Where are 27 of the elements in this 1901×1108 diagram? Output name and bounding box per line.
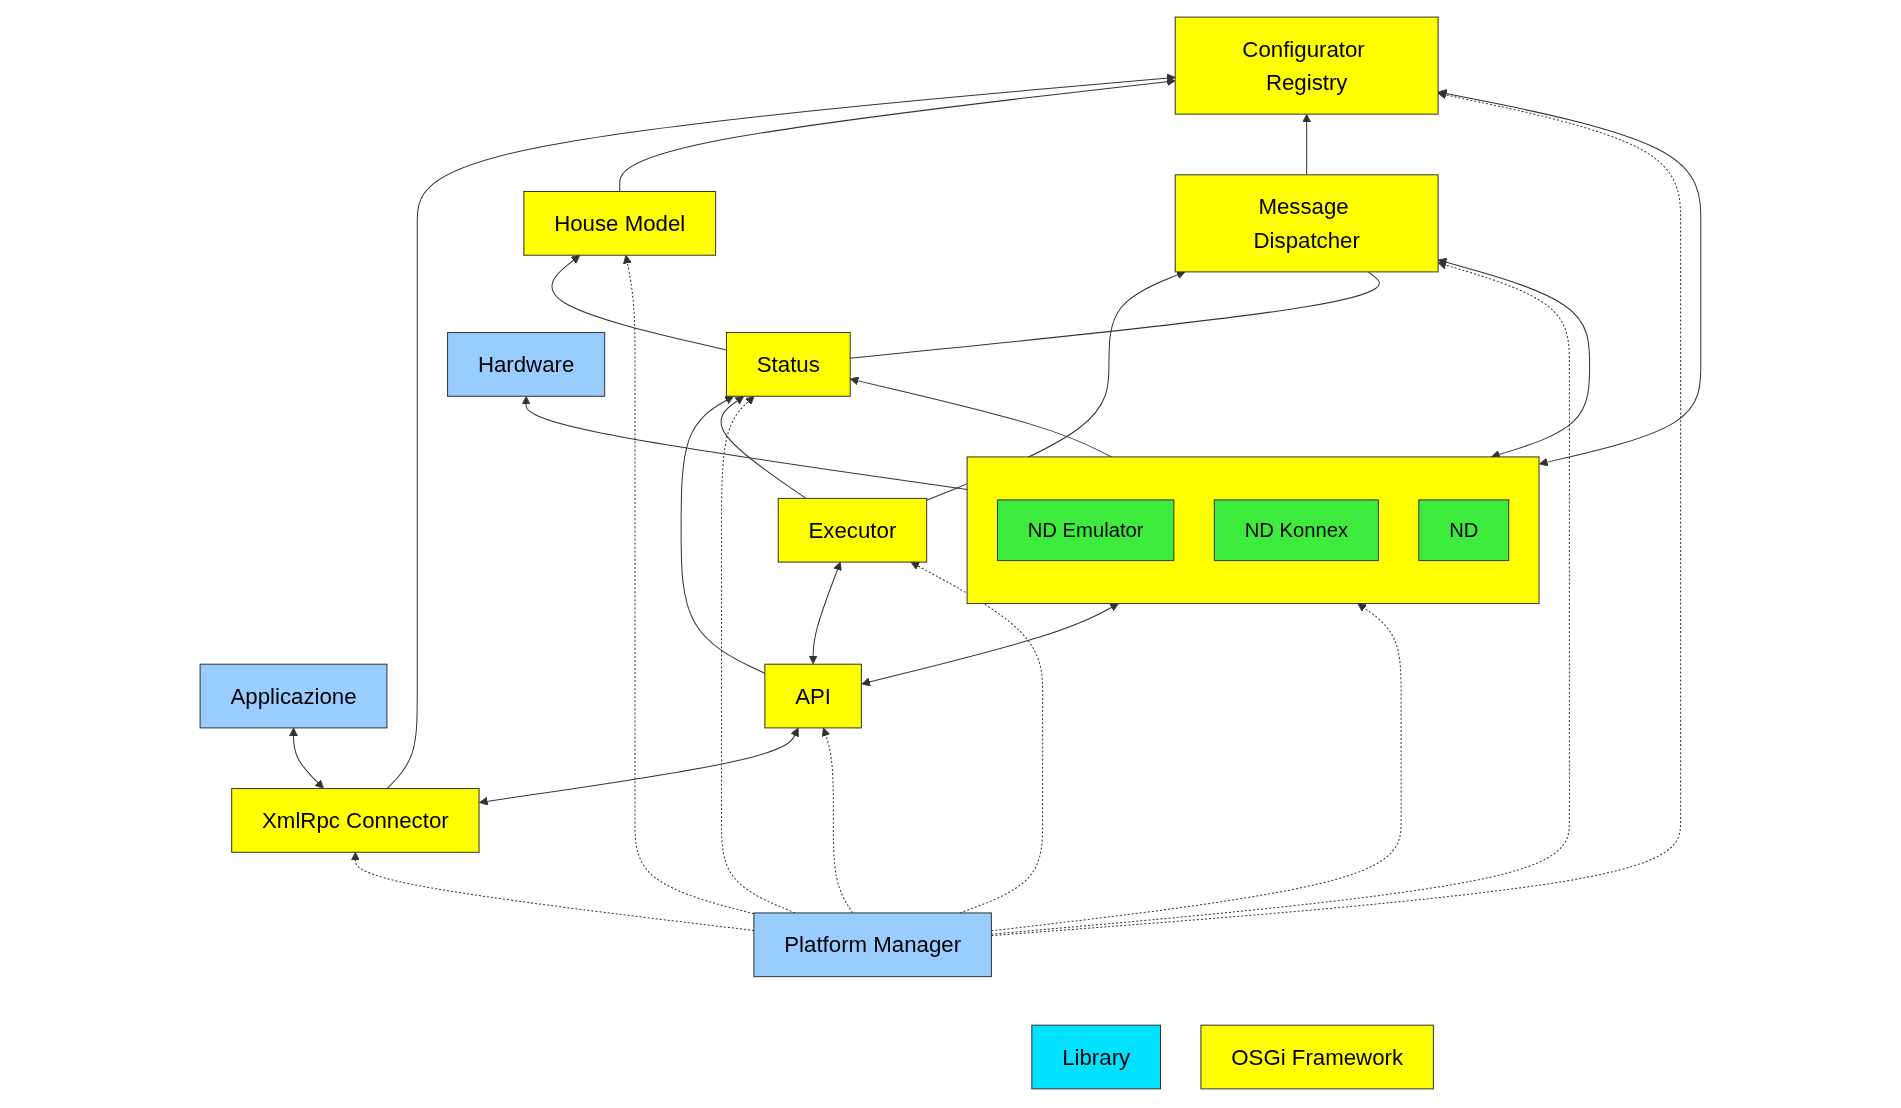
arrow bbox=[861, 603, 1119, 687]
arrow bbox=[808, 561, 842, 665]
arrow bbox=[551, 254, 727, 351]
node-box: House Model bbox=[523, 191, 717, 256]
node-box: ND bbox=[1418, 499, 1510, 562]
cluster bbox=[966, 456, 1540, 605]
node-box: Executor bbox=[777, 497, 928, 563]
node-box: Configurator Registry bbox=[1174, 16, 1439, 115]
arrow bbox=[386, 73, 1176, 790]
arrow bbox=[479, 727, 799, 806]
arrow bbox=[720, 395, 807, 499]
node-box: Hardware bbox=[447, 332, 606, 397]
arrow bbox=[910, 561, 1044, 914]
node-box: OSGi Framework bbox=[1200, 1024, 1434, 1090]
node-box: Status bbox=[725, 332, 851, 397]
node-box: Message Dispatcher bbox=[1174, 174, 1439, 273]
node-box: XmlRpc Connector bbox=[231, 788, 480, 853]
arrow bbox=[1302, 113, 1312, 176]
node-box: API bbox=[764, 663, 862, 729]
arrow bbox=[619, 77, 1176, 192]
node-box: Platform Manager bbox=[753, 912, 992, 978]
node-box: ND Emulator bbox=[996, 499, 1175, 562]
arrow bbox=[289, 727, 324, 789]
node-box: ND Konnex bbox=[1213, 499, 1379, 562]
node-box: Library bbox=[1031, 1024, 1162, 1090]
node-box: Applicazione bbox=[199, 663, 388, 729]
arrow bbox=[521, 395, 968, 490]
